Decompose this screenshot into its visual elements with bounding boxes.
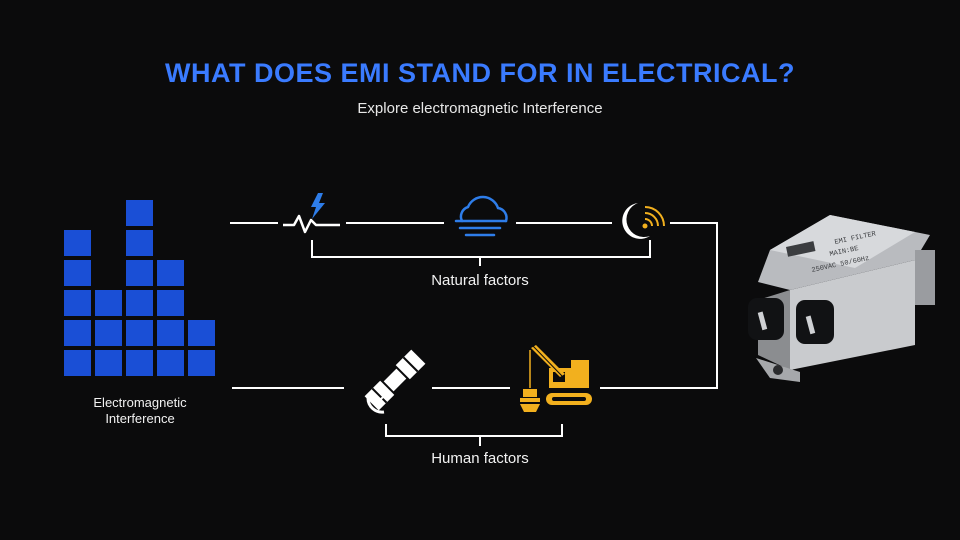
emi-filter-image: EMI FILTER MAIN:BE 250VAC 50/60Hz [748, 215, 935, 382]
emi-bars-icon [64, 200, 215, 376]
page-subtitle: Explore electromagnetic Interference [357, 100, 603, 117]
moon-signal-icon [622, 203, 665, 239]
page-title: WHAT DOES EMI STAND FOR IN ELECTRICAL? [165, 58, 795, 88]
cloud-icon [454, 195, 508, 237]
human-factors-label: Human factors [431, 450, 529, 467]
emi-label-line1: Electromagnetic [93, 395, 187, 410]
emi-label-line2: Interference [105, 411, 175, 426]
natural-factors-label: Natural factors [431, 272, 529, 289]
lightning-icon [283, 193, 340, 234]
satellite-icon [364, 349, 426, 414]
emi-label: Electromagnetic Interference [70, 395, 210, 427]
connector-lines [230, 222, 718, 446]
crane-icon [520, 345, 592, 412]
